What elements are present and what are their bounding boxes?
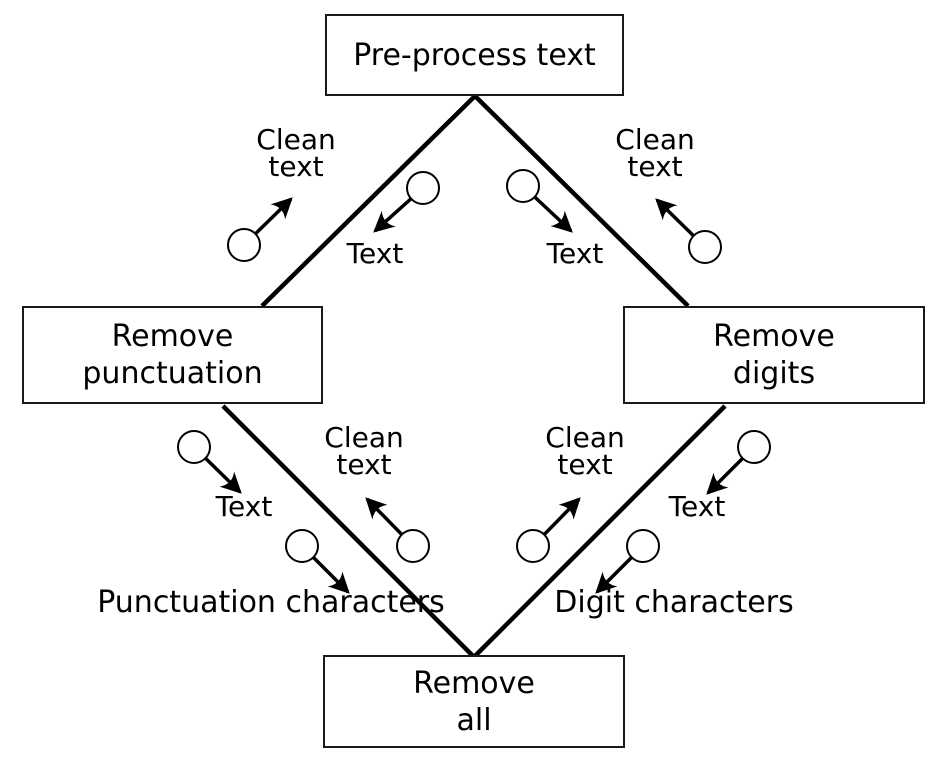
message-circle <box>626 529 660 563</box>
edge-remove-digits-to-remove-all <box>472 404 727 659</box>
label-text-lower-right: Text <box>668 490 726 523</box>
node-pre-process-text: Pre-process text <box>325 14 624 96</box>
label-text-upper-right: Text <box>546 237 604 270</box>
label-text-lower-left: Text <box>215 490 273 523</box>
node-label-line2: digits <box>732 356 816 391</box>
message-circle <box>506 169 540 203</box>
edge-top-to-remove-punctuation <box>260 94 477 308</box>
node-label-line1: Remove <box>111 319 234 354</box>
label-clean-text-lower-right: Clean text <box>545 421 625 481</box>
message-circle <box>516 529 550 563</box>
label-digit-characters: Digit characters <box>554 585 794 620</box>
label-clean-text-upper-right: Clean text <box>615 123 695 183</box>
label-punctuation-characters: Punctuation characters <box>97 585 445 620</box>
node-label: Pre-process text <box>353 37 596 73</box>
label-clean-text-lower-left: Clean text <box>324 421 404 481</box>
node-label-line1: Remove <box>713 319 835 354</box>
message-circle <box>396 529 430 563</box>
message-circle <box>285 529 319 563</box>
node-remove-punctuation: Remove punctuation <box>22 306 323 404</box>
message-circle <box>227 228 261 262</box>
message-circle <box>688 230 722 264</box>
message-circle <box>737 430 771 464</box>
label-text-upper-left: Text <box>346 237 404 270</box>
node-label-line2: punctuation <box>82 356 263 391</box>
message-circle <box>406 171 440 205</box>
message-circle <box>177 430 211 464</box>
label-clean-text-upper-left: Clean text <box>256 123 336 183</box>
node-remove-digits: Remove digits <box>623 306 925 404</box>
node-remove-all: Remove all <box>323 655 625 748</box>
node-label-line1: Remove <box>413 665 535 701</box>
edge-top-to-remove-digits <box>473 94 690 308</box>
edge-remove-punctuation-to-remove-all <box>221 404 476 659</box>
node-label-line2: all <box>456 702 492 738</box>
